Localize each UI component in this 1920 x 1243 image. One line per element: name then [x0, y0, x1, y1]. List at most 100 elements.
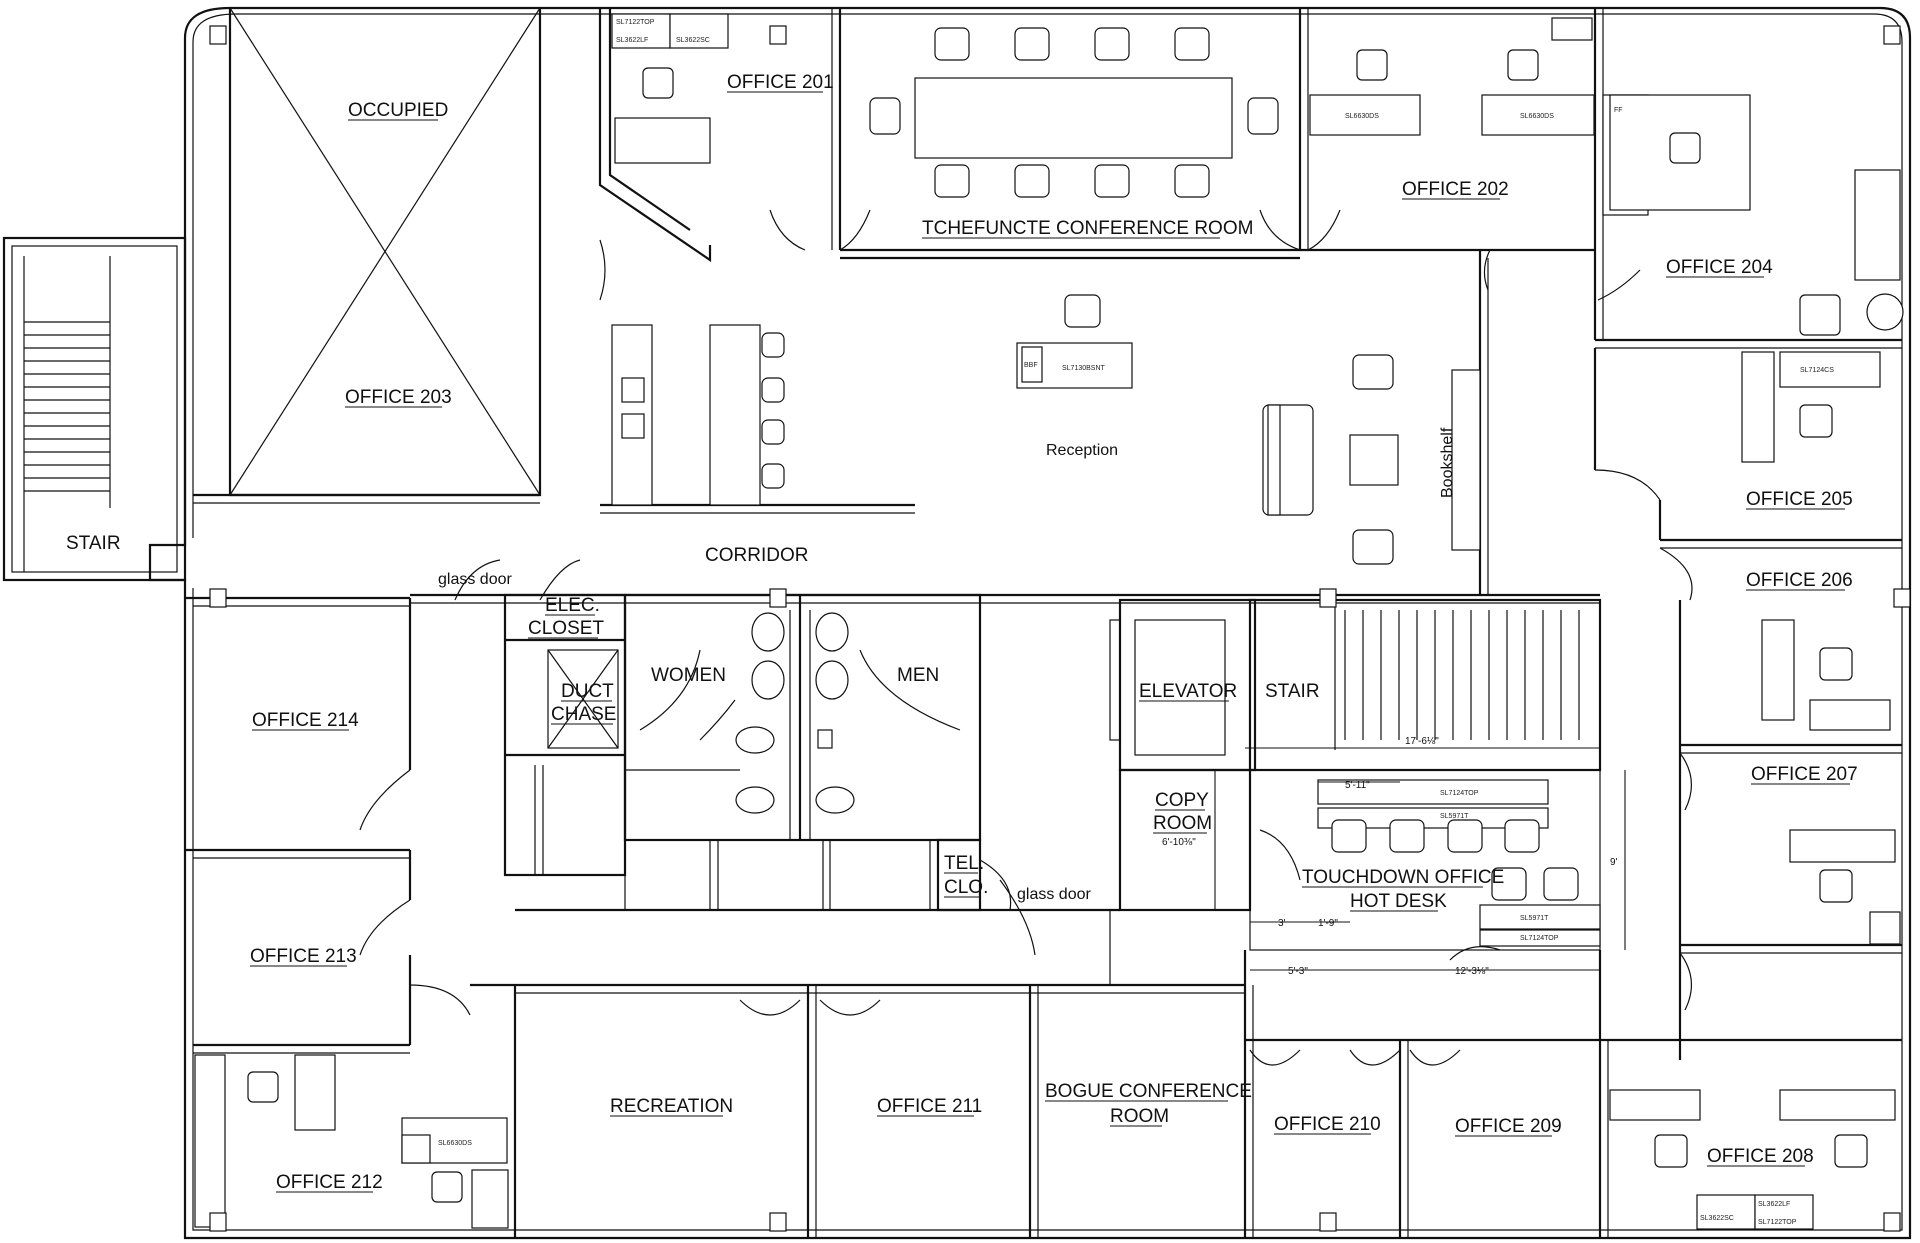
- tag-sl3622lf-1: SL3622LF: [616, 37, 648, 44]
- column: [1893, 588, 1911, 608]
- label-elevator: ELEVATOR: [1139, 681, 1237, 702]
- chair: [1014, 164, 1050, 198]
- column: [209, 1212, 227, 1232]
- tag-sl7124top-1: SL7124TOP: [1440, 790, 1479, 797]
- column: [769, 25, 787, 45]
- stool: [761, 377, 785, 403]
- chair: [934, 164, 970, 198]
- label-office-213: OFFICE 213: [250, 946, 357, 967]
- label-office-203: OFFICE 203: [345, 387, 452, 408]
- label-office-206: OFFICE 206: [1746, 570, 1853, 591]
- label-touchdown-line1: TOUCHDOWN OFFICE: [1302, 867, 1504, 888]
- stool: [761, 419, 785, 445]
- north-rooms: [228, 7, 1902, 497]
- tag-sl6630ds-3: SL6630DS: [438, 1140, 472, 1147]
- north-doors: [599, 209, 1641, 301]
- tag-sl3622sc-3: SL3622SC: [1700, 1215, 1734, 1222]
- chair: [869, 97, 901, 135]
- stair-west-label: STAIR: [66, 533, 121, 554]
- label-office-210: OFFICE 210: [1274, 1114, 1381, 1135]
- label-office-208: OFFICE 208: [1707, 1146, 1814, 1167]
- label-bookshelf: Bookshelf: [1439, 427, 1456, 498]
- chair: [1543, 867, 1579, 901]
- chair: [1247, 97, 1279, 135]
- chair: [1389, 819, 1425, 853]
- label-underlines: [250, 91, 1850, 1193]
- label-reception: Reception: [1046, 442, 1118, 459]
- label-elec-line1: ELEC.: [545, 595, 600, 616]
- label-glass-door-1: glass door: [438, 571, 512, 588]
- column: [209, 25, 227, 45]
- label-tel-line2: CLO.: [944, 877, 988, 898]
- tag-sl3622sc-1: SL3622SC: [676, 37, 710, 44]
- column: [1319, 588, 1337, 608]
- east-offices: [1593, 348, 1902, 1238]
- label-office-202: OFFICE 202: [1402, 179, 1509, 200]
- label-office-209: OFFICE 209: [1455, 1116, 1562, 1137]
- chair: [1447, 819, 1483, 853]
- tag-sl6630ds-2: SL6630DS: [1520, 113, 1554, 120]
- label-duct-line1: DUCT: [561, 681, 614, 702]
- chair: [1504, 819, 1540, 853]
- column: [209, 588, 227, 608]
- tag-sl6630ds-1: SL6630DS: [1345, 113, 1379, 120]
- west-offices: [185, 596, 515, 1054]
- label-tchefuncte-conference: TCHEFUNCTE CONFERENCE ROOM: [922, 218, 1253, 239]
- dim-room-depth: 6'-10⅜": [1162, 837, 1196, 848]
- column: [1883, 1212, 1901, 1232]
- label-office-201: OFFICE 201: [727, 72, 834, 93]
- label-glass-door-2: glass door: [1017, 886, 1091, 903]
- dim-gap-a: 3': [1278, 918, 1286, 929]
- label-bogue-line2: ROOM: [1110, 1106, 1169, 1127]
- column: [1883, 25, 1901, 45]
- dim-bottom-right: 12'-3⅛": [1455, 966, 1489, 977]
- chair: [1014, 27, 1050, 61]
- label-copy-line2: ROOM: [1153, 813, 1212, 834]
- tag-sl5971t-5: SL5971T: [1520, 915, 1549, 922]
- column: [769, 1212, 787, 1232]
- stool: [761, 332, 785, 358]
- label-recreation: RECREATION: [610, 1096, 733, 1117]
- label-duct-line2: CHASE: [551, 704, 616, 725]
- tag-sl7130bsnt: SL7130BSNT: [1062, 365, 1106, 372]
- label-office-214: OFFICE 214: [252, 710, 359, 731]
- chair: [1174, 164, 1210, 198]
- south-rooms: [513, 983, 1600, 1238]
- conference-furniture: [869, 27, 1279, 198]
- tag-sl7124cs: SL7124CS: [1800, 367, 1834, 374]
- label-office-205: OFFICE 205: [1746, 489, 1853, 510]
- label-office-211: OFFICE 211: [877, 1096, 982, 1117]
- label-office-204: OFFICE 204: [1666, 257, 1773, 278]
- label-stair-core: STAIR: [1265, 681, 1320, 702]
- label-corridor: CORRIDOR: [705, 545, 808, 566]
- label-touchdown-line2: HOT DESK: [1350, 891, 1447, 912]
- tag-sl5971t-4: SL5971T: [1440, 813, 1469, 820]
- chair: [1331, 819, 1367, 853]
- label-bogue-line1: BOGUE CONFERENCE: [1045, 1081, 1252, 1102]
- label-office-212: OFFICE 212: [276, 1172, 383, 1193]
- label-copy-line1: COPY: [1155, 790, 1209, 811]
- stool: [761, 463, 785, 489]
- column: [769, 588, 787, 608]
- dim-right-side: 9': [1610, 857, 1618, 868]
- label-tel-line1: TEL.: [944, 853, 984, 874]
- central-core: [193, 250, 1602, 1040]
- west-stair: STAIR: [2, 236, 187, 582]
- dim-bottom-left: 5'-3": [1288, 966, 1308, 977]
- chair: [1094, 27, 1130, 61]
- tag-sl7122top-3: SL7122TOP: [1758, 1219, 1797, 1226]
- structural-columns: [209, 25, 1911, 1232]
- room-labels: OCCUPIED OFFICE 203 OFFICE 201 TCHEFUNCT…: [250, 72, 1858, 1193]
- chair: [1491, 867, 1527, 901]
- chair: [934, 27, 970, 61]
- reception-furniture: SL7130BSNT BBF: [1016, 294, 1481, 565]
- office-furniture: SL7122TOP SL3622LF SL3622SC SL6630DS SL6…: [194, 13, 1904, 1230]
- tag-sl3622lf-3: SL3622LF: [1758, 1201, 1790, 1208]
- column: [1319, 1212, 1337, 1232]
- tag-ff: FF: [1614, 107, 1623, 114]
- dim-gap-b: 1'-9": [1318, 918, 1338, 929]
- dim-desk-length: 5'-11": [1345, 780, 1370, 791]
- dim-stair-width: 17'-6⅛": [1405, 736, 1439, 747]
- label-elec-line2: CLOSET: [528, 618, 604, 639]
